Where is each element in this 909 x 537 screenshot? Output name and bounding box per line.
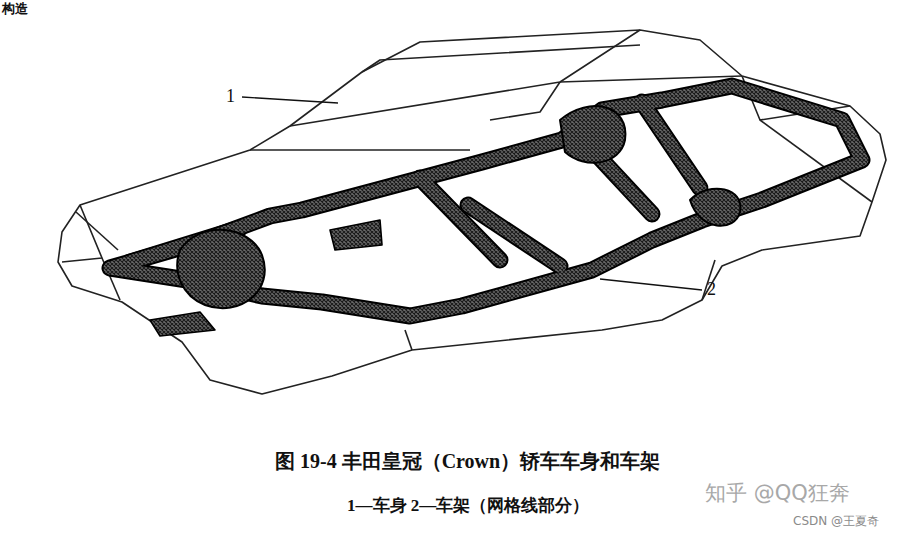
section-heading: 构造 (2, 0, 28, 18)
watermark: CSDN @王夏奇 (793, 513, 879, 530)
caption-legend: 1—车身 2—车架（网格线部分） (347, 494, 589, 517)
watermark: 知乎 @QQ狂奔 (705, 479, 850, 507)
leader-lines (242, 97, 702, 290)
callout-number: 2 (707, 279, 716, 300)
figure-caption: 图 19-4 丰田皇冠（Crown）轿车车身和车架 (275, 448, 660, 475)
car-frame (110, 86, 862, 336)
callout-number: 1 (226, 86, 235, 107)
car-body (58, 30, 886, 394)
